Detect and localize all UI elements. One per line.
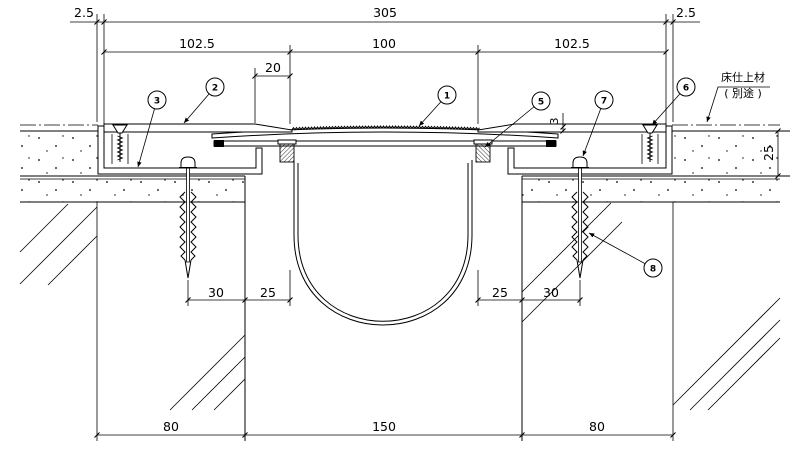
callout-7: 7 xyxy=(582,90,614,157)
slab-right xyxy=(522,176,780,202)
callout-number: 6 xyxy=(683,83,689,93)
hatch-line xyxy=(191,356,246,411)
hatch-line xyxy=(213,378,246,411)
hatch-line xyxy=(689,319,781,411)
callout-circle xyxy=(205,77,225,97)
anchor-left xyxy=(178,156,198,279)
callout-2: 2 xyxy=(183,77,225,124)
side-cover-plate xyxy=(103,123,293,133)
callouts: 1 2 3 5 6 7 8 xyxy=(137,77,696,278)
screw-head xyxy=(112,124,128,134)
floor-layer-left xyxy=(20,131,98,176)
slab-left xyxy=(20,176,245,202)
callout-circle xyxy=(531,91,551,111)
callout-circle xyxy=(147,90,167,110)
center-cover-plate xyxy=(211,127,559,139)
dim-overall-width: 305 xyxy=(373,5,397,20)
dim-cover-step: 3 xyxy=(548,118,561,125)
callout-6: 6 xyxy=(651,77,696,126)
structure-left xyxy=(19,124,246,441)
callout-circle xyxy=(437,85,457,105)
callout-number: 2 xyxy=(212,83,218,93)
dim-bevel: 20 xyxy=(265,60,281,75)
dim-anchor-left-offset: 25 xyxy=(260,285,276,300)
hatch-line xyxy=(169,334,246,411)
callout-number: 8 xyxy=(650,264,656,274)
dim-anchor-right-edge: 30 xyxy=(543,285,559,300)
note-line-1: 床仕上材 xyxy=(721,70,765,84)
dim-finish-depth: 25 xyxy=(761,145,776,161)
dim-base-left: 80 xyxy=(163,419,179,434)
dim-overall-left-gap: 2.5 xyxy=(74,5,94,20)
anchor-right xyxy=(570,156,590,279)
dim-anchor-left-edge: 30 xyxy=(208,285,224,300)
callout-circle xyxy=(676,77,696,97)
floor-finish-note: 床仕上材 ( 別途 ) xyxy=(706,70,770,123)
note-leader xyxy=(706,86,770,123)
dim-plate-right: 102.5 xyxy=(554,36,590,51)
flexible-membrane-outer xyxy=(293,160,473,326)
dim-base-gap: 150 xyxy=(372,419,396,434)
callout-number: 3 xyxy=(154,96,160,106)
callout-8: 8 xyxy=(588,232,663,278)
cover-plate-ribs xyxy=(291,125,480,131)
callout-leader xyxy=(588,232,654,269)
hatch-line xyxy=(19,206,98,285)
structure-right xyxy=(521,124,790,441)
dimensions: 2.5 305 2.5 102.5 100 102.5 20 3 25 30 2… xyxy=(70,5,781,438)
support-rail xyxy=(213,140,557,147)
hatch-line xyxy=(672,297,781,406)
dim-overall-right-gap: 2.5 xyxy=(676,5,696,20)
note-line-2: ( 別途 ) xyxy=(724,86,762,100)
clip-cap xyxy=(277,139,297,145)
dim-plate-center: 100 xyxy=(372,36,396,51)
rail-end-right xyxy=(546,140,556,147)
dim-plate-left: 102.5 xyxy=(179,36,215,51)
screw-thread xyxy=(116,135,124,161)
dim-anchor-right-offset: 25 xyxy=(492,285,508,300)
membrane-clip xyxy=(279,143,295,163)
callout-leader xyxy=(484,100,542,148)
hatch-line xyxy=(19,203,69,253)
flexible-membrane-inner xyxy=(297,163,469,322)
callout-number: 1 xyxy=(444,91,450,101)
fixing-screw xyxy=(111,124,129,164)
hatch-line xyxy=(521,202,612,293)
callout-circle xyxy=(594,90,614,110)
floor-layer-right xyxy=(672,131,780,176)
callout-3: 3 xyxy=(137,90,167,168)
frame-left xyxy=(97,123,297,175)
dim-base-right: 80 xyxy=(589,419,605,434)
joint-center xyxy=(211,125,559,326)
rail-end-left xyxy=(214,140,224,147)
hatch-line xyxy=(707,337,781,411)
callout-number: 7 xyxy=(601,96,607,106)
callout-leader xyxy=(137,99,158,168)
callout-circle xyxy=(643,258,663,278)
hatch-line xyxy=(521,221,623,323)
callout-1: 1 xyxy=(418,85,457,127)
callout-5: 5 xyxy=(484,91,551,148)
edge-frame-channel xyxy=(97,125,263,175)
callout-leader xyxy=(582,99,605,157)
callout-number: 5 xyxy=(538,97,544,107)
hatch-line xyxy=(47,235,98,286)
